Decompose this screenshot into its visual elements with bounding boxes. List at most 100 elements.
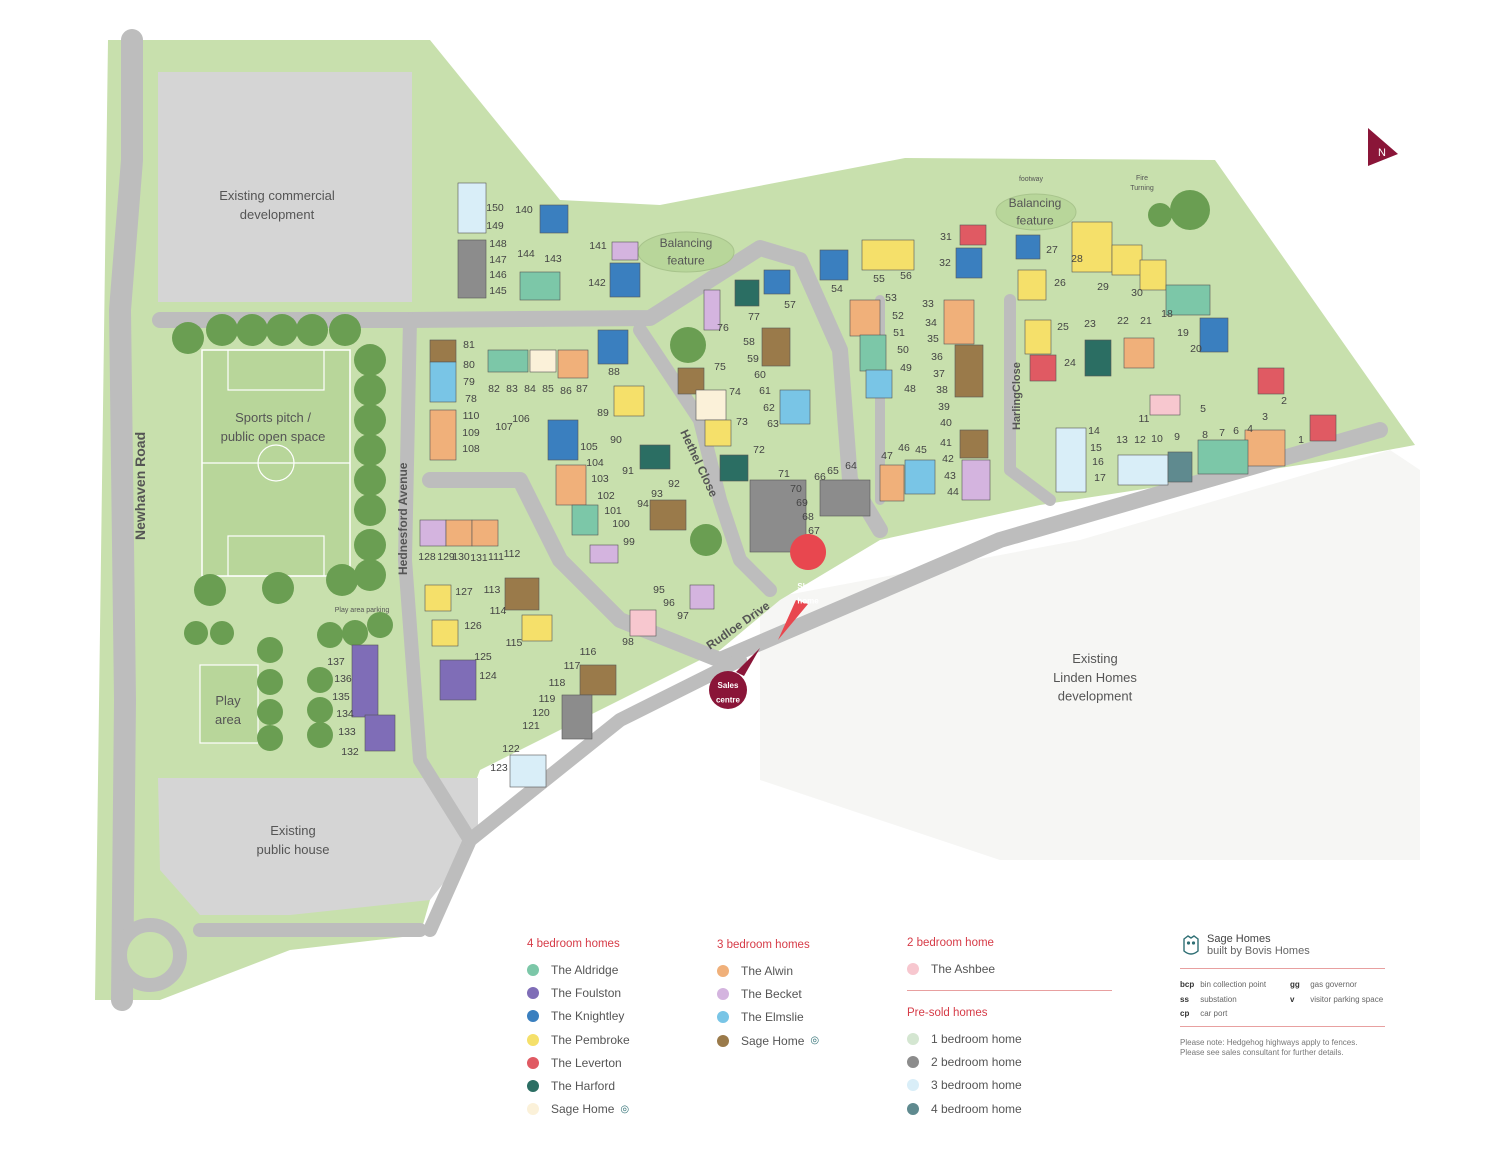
plot-number: 83	[506, 383, 518, 395]
plot-number: 23	[1084, 318, 1096, 330]
brand-divider-top	[1180, 968, 1385, 969]
plot-number: 142	[588, 277, 606, 289]
pub-area	[158, 778, 478, 915]
road-label-harling: HarlingClose	[1011, 362, 1023, 430]
plot-number: 22	[1117, 315, 1129, 327]
plot-number: 38	[936, 384, 948, 396]
plot-number: 77	[748, 311, 760, 323]
plot-number: 32	[939, 257, 951, 269]
plot-number: 131	[470, 552, 488, 564]
plot-number: 67	[808, 525, 820, 537]
plot-number: 95	[653, 584, 665, 596]
plot-number: 57	[784, 299, 796, 311]
legend-swatch	[717, 1011, 729, 1024]
plot-number: 6	[1233, 425, 1239, 437]
plot-number: 78	[465, 393, 477, 405]
plot-number: 136	[334, 673, 352, 685]
plot-number: 102	[597, 490, 615, 502]
plot-number: 16	[1092, 456, 1104, 468]
plot-number: 80	[463, 359, 475, 371]
abbreviation-item: v visitor parking space	[1290, 995, 1384, 1004]
plot-number: 56	[900, 270, 912, 282]
plot-number: 101	[604, 505, 622, 517]
brand-divider-bottom	[1180, 1026, 1385, 1027]
linden-development-area	[760, 450, 1420, 860]
plot-number: 50	[897, 344, 909, 356]
north-label: N	[1378, 147, 1386, 159]
plot-number: 35	[927, 333, 939, 345]
plot-number: 72	[753, 444, 765, 456]
plot-number: 116	[580, 646, 597, 658]
plot-number: 29	[1097, 281, 1109, 293]
plot-number: 18	[1161, 308, 1173, 320]
legend-heading-4-bedroom: 4 bedroom homes	[527, 938, 620, 950]
legend-swatch	[907, 962, 919, 975]
plot-number: 100	[612, 518, 630, 530]
legend-swatch	[717, 1034, 729, 1047]
plot-number: 105	[580, 441, 598, 453]
plot-number: 15	[1090, 442, 1102, 454]
plot-number: 121	[522, 720, 540, 732]
plot-number: 79	[463, 376, 475, 388]
plot-number: 119	[539, 693, 556, 705]
legend-swatch	[907, 1055, 919, 1068]
plot-number: 4	[1247, 423, 1253, 435]
plot-number: 145	[489, 285, 507, 297]
plot-number: 133	[338, 726, 356, 738]
plot-number: 42	[942, 453, 954, 465]
legend-item: The Pembroke	[527, 1028, 630, 1051]
legend-swatch	[717, 987, 729, 1000]
plot-number: 92	[668, 478, 680, 490]
legend-label: 1 bedroom home	[931, 1031, 1022, 1046]
plot-number: 41	[940, 437, 952, 449]
balancing-feature-2	[995, 193, 1077, 231]
plot-number: 118	[549, 677, 566, 689]
plot-number: 36	[931, 351, 943, 363]
plot-number: 108	[462, 443, 480, 455]
plot-number: 81	[463, 339, 475, 351]
plot-number: 66	[814, 471, 826, 483]
plot-number: 87	[576, 383, 588, 395]
legend-swatch	[717, 964, 729, 977]
abbreviation-item: cp car port	[1180, 1009, 1228, 1018]
legend-label: The Elmslie	[741, 1010, 804, 1025]
plot-number: 110	[463, 410, 480, 422]
plot-number: 52	[892, 310, 904, 322]
legend-swatch	[527, 1033, 539, 1046]
plot-number: 62	[763, 402, 775, 414]
plot-number: 130	[452, 551, 470, 563]
plot-number: 126	[464, 620, 482, 632]
road-label-newhaven: Newhaven Road	[132, 432, 148, 540]
sage-homes-owl-icon	[1183, 935, 1199, 955]
plot-number: 28	[1071, 253, 1083, 265]
plot-number: 8	[1202, 429, 1208, 441]
legend-divider	[907, 990, 1112, 991]
plot-number: 104	[586, 457, 604, 469]
plot-number: 147	[489, 254, 507, 266]
plot-number: 60	[754, 369, 766, 381]
sage-homes-brand: Sage Homes built by Bovis Homes	[1207, 933, 1417, 957]
legend-item: The Harford	[527, 1074, 630, 1097]
plot-number: 20	[1190, 343, 1202, 355]
legend-item: The Aldridge	[527, 958, 630, 981]
legend-label: 3 bedroom home	[931, 1078, 1022, 1093]
legend-label: The Leverton	[551, 1055, 622, 1070]
plot-number: 2	[1281, 395, 1287, 407]
plot-number: 76	[717, 322, 729, 334]
legend-swatch	[907, 1102, 919, 1115]
plot-number: 125	[474, 651, 492, 663]
legend-label: The Aldridge	[551, 962, 619, 977]
legend-label: The Becket	[741, 986, 802, 1001]
plot-number: 107	[495, 421, 513, 433]
legend-item: Sage Home◎	[527, 1098, 630, 1121]
